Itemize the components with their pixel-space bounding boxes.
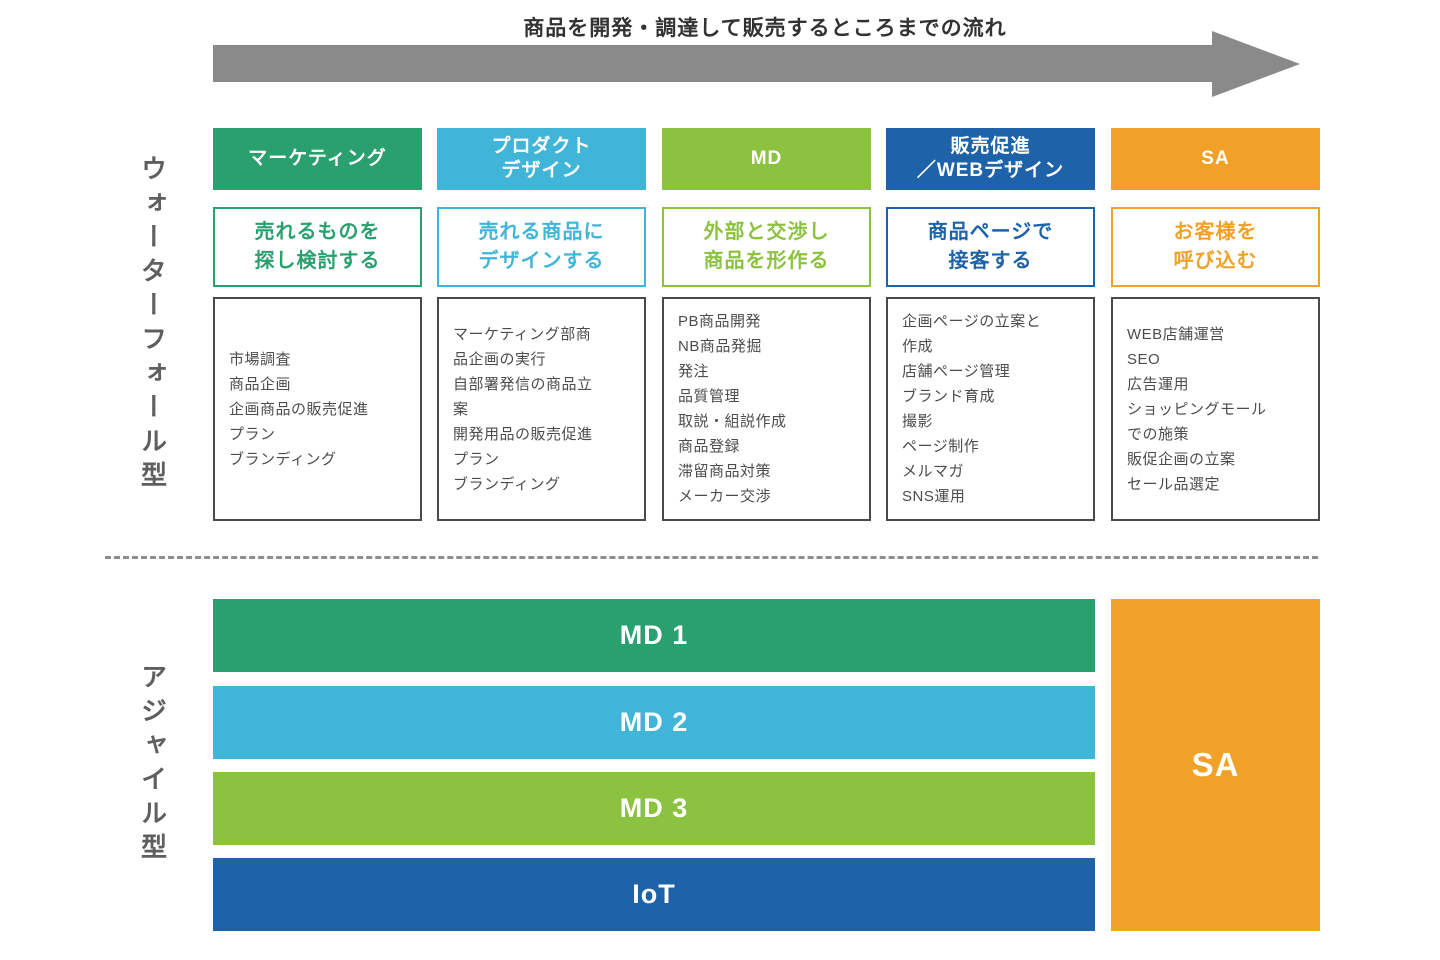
marketing-task-list: 市場調査 商品企画 企画商品の販売促進 プラン ブランディング [213, 297, 422, 521]
sa-header: SA [1111, 128, 1320, 190]
column-sa: SA お客様を 呼び込む WEB店舗運営 SEO 広告運用 ショッピングモール … [1111, 128, 1320, 521]
product-design-goal-box: 売れる商品に デザインする [437, 207, 646, 287]
sa-block: SA [1111, 599, 1320, 931]
sales-promotion-web-design-header: 販売促進 ／WEBデザイン [886, 128, 1095, 190]
sales-promotion-goal-box: 商品ページで 接客する [886, 207, 1095, 287]
md-header: MD [662, 128, 871, 190]
marketing-header: マーケティング [213, 128, 422, 190]
product-design-header: プロダクト デザイン [437, 128, 646, 190]
column-marketing: マーケティング 売れるものを 探し検討する 市場調査 商品企画 企画商品の販売促… [213, 128, 422, 521]
product-design-task-list: マーケティング部商 品企画の実行 自部署発信の商品立 案 開発用品の販売促進 プ… [437, 297, 646, 521]
md-goal-box: 外部と交渉し 商品を形作る [662, 207, 871, 287]
bar-md1: MD 1 [213, 599, 1095, 672]
section-divider-dashed [105, 556, 1318, 559]
waterfall-type-label: ウォーターフォール型 [137, 154, 168, 495]
flow-arrow-shaft [213, 45, 1212, 82]
agile-type-label: アジャイル型 [137, 663, 168, 867]
sales-promotion-task-list: 企画ページの立案と 作成 店舗ページ管理 ブランド育成 撮影 ページ制作 メルマ… [886, 297, 1095, 521]
flow-title: 商品を開発・調達して販売するところまでの流れ [523, 17, 1007, 40]
marketing-goal-box: 売れるものを 探し検討する [213, 207, 422, 287]
bar-md3: MD 3 [213, 772, 1095, 845]
flow-arrow-head [1212, 31, 1300, 97]
column-sales-promotion-web-design: 販売促進 ／WEBデザイン 商品ページで 接客する 企画ページの立案と 作成 店… [886, 128, 1095, 521]
bar-md2: MD 2 [213, 686, 1095, 759]
column-md: MD 外部と交渉し 商品を形作る PB商品開発 NB商品発掘 発注 品質管理 取… [662, 128, 871, 521]
sa-task-list: WEB店舗運営 SEO 広告運用 ショッピングモール での施策 販促企画の立案 … [1111, 297, 1320, 521]
bar-iot: IoT [213, 858, 1095, 931]
sa-goal-box: お客様を 呼び込む [1111, 207, 1320, 287]
agile-bars: MD 1 MD 2 MD 3 IoT [213, 599, 1095, 931]
column-product-design: プロダクト デザイン 売れる商品に デザインする マーケティング部商 品企画の実… [437, 128, 646, 521]
md-task-list: PB商品開発 NB商品発掘 発注 品質管理 取説・組説作成 商品登録 滞留商品対… [662, 297, 871, 521]
